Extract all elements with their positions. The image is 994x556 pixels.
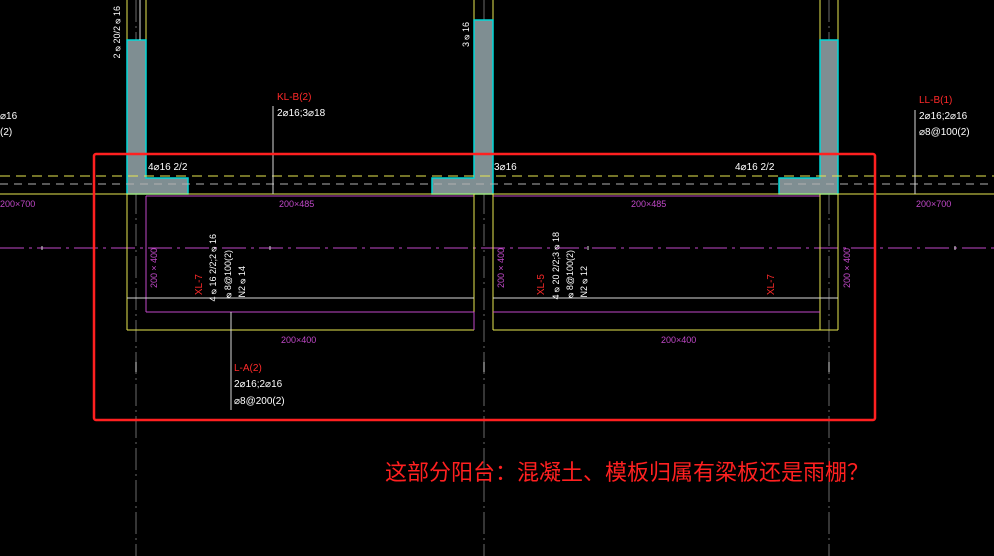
ll-b-rebar-2: ⌀8@100(2) — [919, 127, 970, 138]
support-right-label: 4⌀16 2/2 — [735, 162, 775, 173]
xl5-label: XL-5 — [536, 274, 547, 296]
column-right[interactable] — [778, 39, 839, 195]
dim-beam-right: 200×485 — [631, 199, 667, 209]
ll-b-rebar-1: 2⌀16;2⌀16 — [919, 111, 968, 122]
kl-b-label: KL-B(2) — [277, 92, 312, 103]
xl7-left-rebar-1: 4⌀16 2/2;2⌀16 — [208, 234, 218, 302]
dim-left-outer: 200×700 — [0, 199, 36, 209]
l-a-rebar-1: 2⌀16;2⌀16 — [234, 379, 283, 390]
highlight-box — [92, 152, 877, 422]
dim-right-outer: 200×700 — [916, 199, 952, 209]
dim-bottom-left: 200×400 — [281, 335, 317, 345]
kl-b-rebar: 2⌀16;3⌀18 — [277, 108, 326, 119]
top-mid-rebar-label: 3⌀16 — [461, 22, 471, 48]
ll-b-label: LL-B(1) — [919, 95, 953, 106]
xl5-rebar-3: N2⌀12 — [579, 266, 589, 298]
xl5-size: 200×400 — [496, 248, 506, 289]
xl7-right-label: XL-7 — [766, 274, 777, 296]
axis-ticks — [41, 246, 956, 372]
xl7-left-rebar-3: N2⌀14 — [237, 266, 247, 298]
xl7-left-rebar-2: ⌀8@100(2) — [223, 250, 233, 301]
support-mid-label: 3⌀16 — [494, 162, 517, 173]
left-edge-label-bottom: (2) — [0, 127, 13, 138]
xl5-rebar-2: ⌀8@100(2) — [565, 250, 575, 301]
top-left-rebar-label: 2⌀20/2⌀16 — [112, 6, 122, 59]
question-note: 这部分阳台：混凝土、模板归属有梁板还是雨棚？ — [385, 460, 870, 485]
dim-beam-left: 200×485 — [279, 199, 315, 209]
left-edge-label-top: ⌀16 — [0, 111, 18, 122]
xl5-rebar-1: 4⌀20 2/2;3⌀18 — [551, 232, 561, 300]
l-a-rebar-2: ⌀8@200(2) — [234, 396, 285, 407]
xl7-right-size: 200×400 — [842, 248, 852, 289]
l-a-label: L-A(2) — [234, 363, 262, 374]
support-left-label: 4⌀16 2/2 — [148, 162, 188, 173]
xl7-left-size: 200×400 — [149, 248, 159, 289]
dim-bottom-right: 200×400 — [661, 335, 697, 345]
xl7-left-label: XL-7 — [194, 274, 205, 296]
